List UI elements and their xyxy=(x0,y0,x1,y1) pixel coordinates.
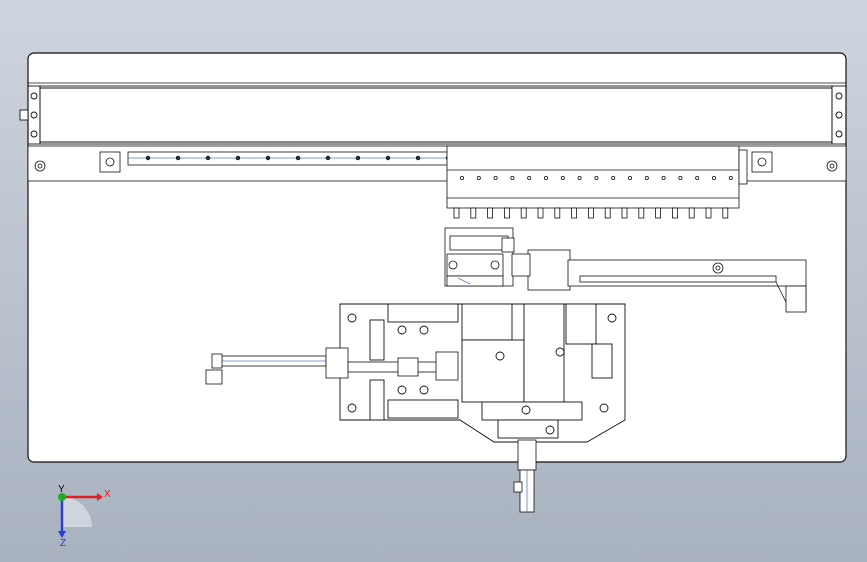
comb-block[interactable] xyxy=(446,145,748,219)
mounting-hole xyxy=(521,405,531,415)
y-axis-label: Y xyxy=(58,484,65,495)
rail-hole xyxy=(325,155,331,161)
comb-tooth xyxy=(520,207,527,219)
rail-hole xyxy=(175,155,181,161)
comb-tooth xyxy=(655,207,661,219)
main-fixture-plate[interactable] xyxy=(339,303,626,443)
comb-hole xyxy=(594,175,599,180)
mounting-hole xyxy=(607,313,617,323)
mounting-hole xyxy=(545,425,555,435)
comb-tooth xyxy=(588,207,594,219)
rail-hole xyxy=(355,155,361,161)
upper-slide-assembly[interactable] xyxy=(444,227,515,287)
comb-tooth xyxy=(453,207,460,219)
comb-hole xyxy=(661,175,666,180)
rail-hole xyxy=(235,155,241,161)
comb-tooth xyxy=(621,207,628,219)
rail-hole xyxy=(205,155,211,161)
bottom-cylinder[interactable] xyxy=(513,439,537,513)
comb-hole xyxy=(544,175,549,180)
comb-hole xyxy=(628,175,633,180)
comb-tooth xyxy=(705,207,712,219)
mounting-hole xyxy=(555,347,565,357)
mounting-hole xyxy=(397,325,407,335)
comb-hole xyxy=(644,175,649,180)
comb-hole xyxy=(527,175,532,180)
comb-tooth xyxy=(571,207,577,219)
top-beam[interactable] xyxy=(19,85,847,145)
comb-hole xyxy=(510,175,515,180)
comb-tooth xyxy=(470,207,477,219)
comb-hole xyxy=(611,175,616,180)
rail-hole xyxy=(265,155,271,161)
rail-hole xyxy=(295,155,301,161)
comb-hole xyxy=(493,175,498,180)
comb-tooth xyxy=(487,207,494,219)
comb-tooth xyxy=(722,207,729,219)
x-axis-label: X xyxy=(104,489,111,500)
rail-hole xyxy=(415,155,421,161)
comb-hole xyxy=(577,175,582,180)
right-arm[interactable] xyxy=(511,249,807,313)
mounting-hole xyxy=(419,385,429,395)
left-cylinder[interactable] xyxy=(205,347,459,385)
mounting-hole xyxy=(347,403,357,413)
comb-tooth xyxy=(638,207,645,219)
comb-tooth xyxy=(672,207,678,219)
orientation-triad[interactable]: X Y Z xyxy=(58,484,111,549)
comb-tooth xyxy=(688,207,695,219)
comb-hole xyxy=(459,175,464,180)
mounting-hole xyxy=(347,313,357,323)
rail-hole xyxy=(145,155,151,161)
comb-tooth xyxy=(604,207,611,219)
comb-hole xyxy=(728,175,733,180)
mounting-hole xyxy=(419,325,429,335)
mounting-hole xyxy=(599,403,609,413)
comb-hole xyxy=(560,175,565,180)
rail-hole xyxy=(385,155,391,161)
mounting-hole xyxy=(495,351,505,361)
comb-hole xyxy=(712,175,717,180)
comb-tooth xyxy=(503,207,510,219)
z-axis-label: Z xyxy=(60,538,66,549)
comb-hole xyxy=(476,175,481,180)
comb-hole xyxy=(678,175,683,180)
comb-hole xyxy=(695,175,700,180)
comb-tooth xyxy=(537,207,544,219)
comb-tooth xyxy=(554,207,561,219)
mounting-hole xyxy=(397,385,407,395)
